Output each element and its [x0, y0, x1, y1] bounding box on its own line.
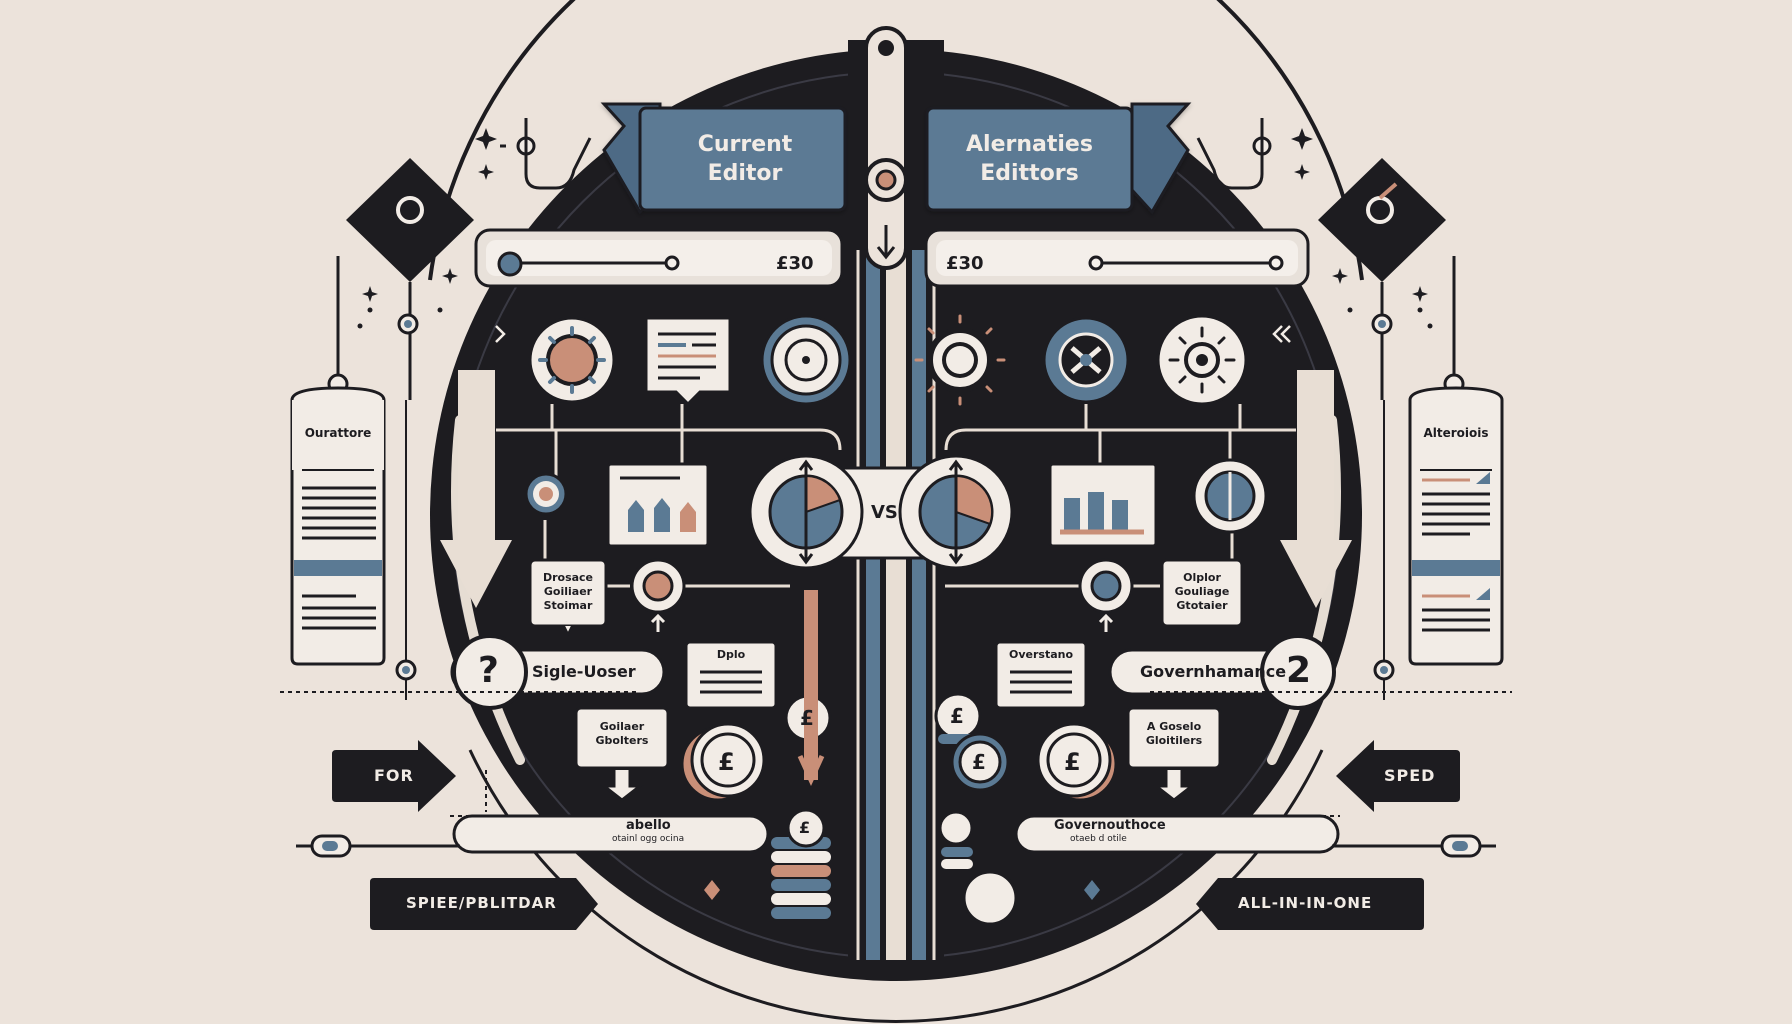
decorative-hooks [500, 118, 1272, 190]
number-badge [1260, 634, 1336, 710]
left-banner [600, 102, 847, 215]
coin-icon-right-large [1036, 722, 1118, 802]
left-end-toggle[interactable] [296, 834, 460, 858]
left-diamond-node-icon [346, 158, 474, 400]
target-icon [760, 314, 852, 406]
sparkle-icons [357, 128, 1433, 329]
coin-stack-icon-left [769, 808, 833, 921]
right-end-toggle[interactable] [1332, 834, 1496, 858]
left-stack-box [574, 706, 670, 802]
left-info-box [528, 558, 608, 637]
right-down-arrow [1280, 370, 1352, 608]
half-circle-icon [1192, 458, 1268, 534]
chevron-icons [495, 325, 1291, 343]
left-bottom-tag[interactable] [370, 878, 598, 930]
blue-diamond-icon [1084, 880, 1100, 900]
left-bottom-bar[interactable] [452, 814, 770, 854]
gear-icon [528, 316, 616, 404]
bar-chart-icon-right [1048, 462, 1158, 548]
right-bottom-tag[interactable] [1196, 878, 1424, 930]
dashed-guides [280, 691, 1512, 817]
question-icon [452, 634, 528, 710]
left-arrow-tag[interactable] [332, 740, 456, 812]
copper-dot-icon [630, 558, 686, 632]
coin-icon-left-large [680, 722, 766, 802]
copper-arrow-down-icon [797, 590, 825, 787]
right-price-slider[interactable] [924, 228, 1310, 288]
right-info-box [1160, 558, 1244, 628]
left-down-arrow [440, 370, 512, 608]
left-side-card [290, 256, 417, 700]
right-bottom-bar[interactable] [1014, 814, 1340, 854]
coin-stack-icon-right [938, 810, 1018, 926]
sunburst-icon [1156, 314, 1248, 406]
document-icon [644, 316, 732, 407]
coin-icon-right-small [934, 692, 982, 744]
left-pie-chart-icon [748, 454, 864, 570]
right-arrow-tag[interactable] [1336, 740, 1460, 812]
right-note-box [994, 640, 1088, 710]
small-target-icon [524, 472, 568, 516]
right-diamond-node-icon [1318, 158, 1446, 400]
left-note-box [684, 640, 778, 710]
right-pie-chart-icon [898, 454, 1014, 570]
compass-icon [1042, 316, 1130, 404]
sun-icon [914, 314, 1006, 406]
connector-lines [496, 404, 1296, 588]
copper-diamond-icon [704, 880, 720, 900]
blue-dot-icon [1078, 558, 1134, 632]
bar-chart-icon [606, 462, 710, 548]
outer-ring [428, 0, 1364, 281]
left-price-slider[interactable] [474, 228, 844, 288]
right-banner [925, 102, 1192, 215]
right-side-card [1373, 256, 1504, 700]
coin-icon-right-mid [950, 732, 1010, 792]
right-stack-box [1126, 706, 1222, 802]
